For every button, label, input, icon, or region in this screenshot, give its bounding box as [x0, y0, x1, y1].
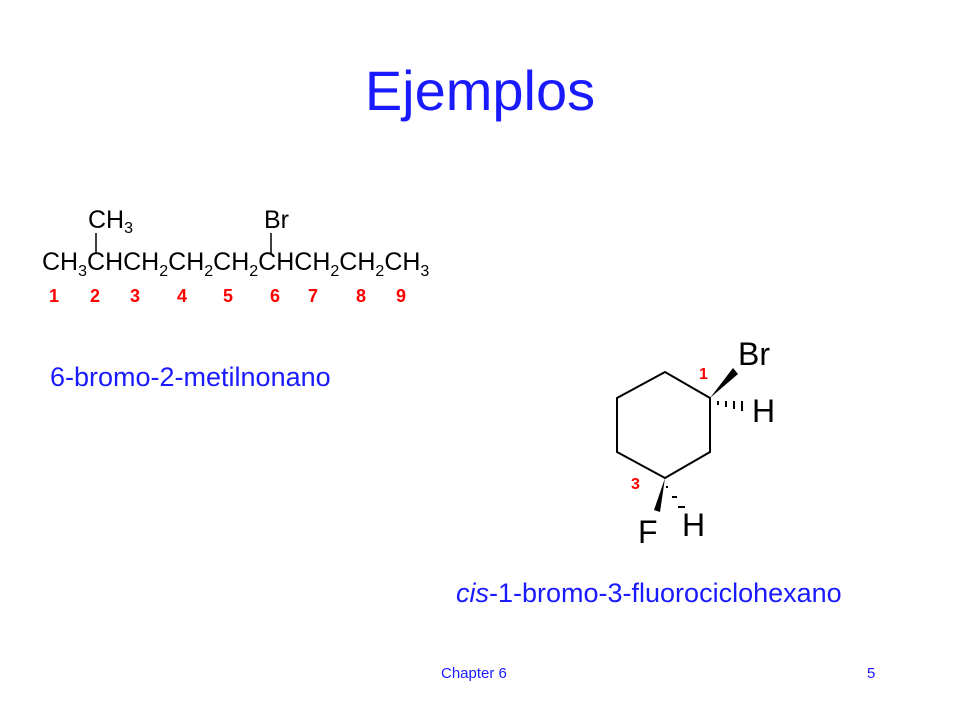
- carbon-number: 1: [49, 286, 59, 306]
- atom-f: F: [638, 514, 658, 550]
- methyl-branch: CH3: [88, 206, 133, 237]
- wedge-bond-f: [654, 478, 665, 512]
- carbon-number: 8: [356, 286, 366, 306]
- atom-br: Br: [738, 336, 770, 372]
- molecule-cyclohexane: Br H F H 1 3: [616, 336, 775, 550]
- chain-c6: CH: [258, 248, 294, 276]
- chain-c8: CH: [339, 248, 375, 276]
- chain-c1-sub: 3: [78, 263, 87, 280]
- footer-chapter: Chapter 6: [441, 665, 507, 682]
- main-chain: CH3CHCH2CH2CH2CHCH2CH2CH3: [42, 248, 429, 280]
- compound-name-2-prefix: cis: [456, 578, 489, 608]
- hashed-bond-h-bottom: [666, 486, 685, 508]
- carbon-numbers: 1 2 3 4 5 6 7 8 9: [49, 286, 406, 306]
- bromo-branch: Br: [264, 206, 289, 234]
- hashed-bond-h-top: [717, 401, 743, 411]
- chain-c3: CH: [123, 248, 159, 276]
- carbon-number: 3: [130, 286, 140, 306]
- carbon-number: 7: [308, 286, 318, 306]
- chain-c3-sub: 2: [159, 263, 168, 280]
- compound-name-1: 6-bromo-2-metilnonano: [50, 362, 331, 392]
- chain-c9: CH: [384, 248, 420, 276]
- ring-number-1: 1: [699, 366, 708, 383]
- chain-c8-sub: 2: [375, 263, 384, 280]
- chain-c9-sub: 3: [420, 263, 429, 280]
- chain-c5: CH: [213, 248, 249, 276]
- methyl-ch: CH: [88, 206, 124, 234]
- ring-number-3: 3: [631, 476, 640, 493]
- chain-c4: CH: [168, 248, 204, 276]
- chain-c1: CH: [42, 248, 78, 276]
- atom-h-bottom: H: [682, 507, 705, 543]
- footer-page-number: 5: [867, 665, 876, 682]
- atom-h-top: H: [752, 393, 775, 429]
- cyclohexane-ring: [616, 370, 711, 480]
- chain-c2: CH: [87, 248, 123, 276]
- carbon-number: 5: [223, 286, 233, 306]
- compound-name-2: cis-1-bromo-3-fluorociclohexano: [456, 578, 842, 609]
- molecule-6-bromo-2-metilnonano: CH3 Br CH3CHCH2CH2CH2CHCH2CH2CH3 1 2 3 4…: [42, 206, 429, 306]
- carbon-number: 2: [90, 286, 100, 306]
- chain-c5-sub: 2: [249, 263, 258, 280]
- methyl-sub: 3: [124, 220, 133, 237]
- slide-title: Ejemplos: [364, 59, 596, 122]
- chain-c4-sub: 2: [204, 263, 213, 280]
- carbon-number: 6: [270, 286, 280, 306]
- carbon-number: 4: [177, 286, 187, 306]
- compound-name-2-rest: -1-bromo-3-fluorociclohexano: [489, 578, 842, 608]
- chain-c7-sub: 2: [330, 263, 339, 280]
- chain-c7: CH: [294, 248, 330, 276]
- carbon-number: 9: [396, 286, 406, 306]
- wedge-bond-br: [710, 368, 738, 398]
